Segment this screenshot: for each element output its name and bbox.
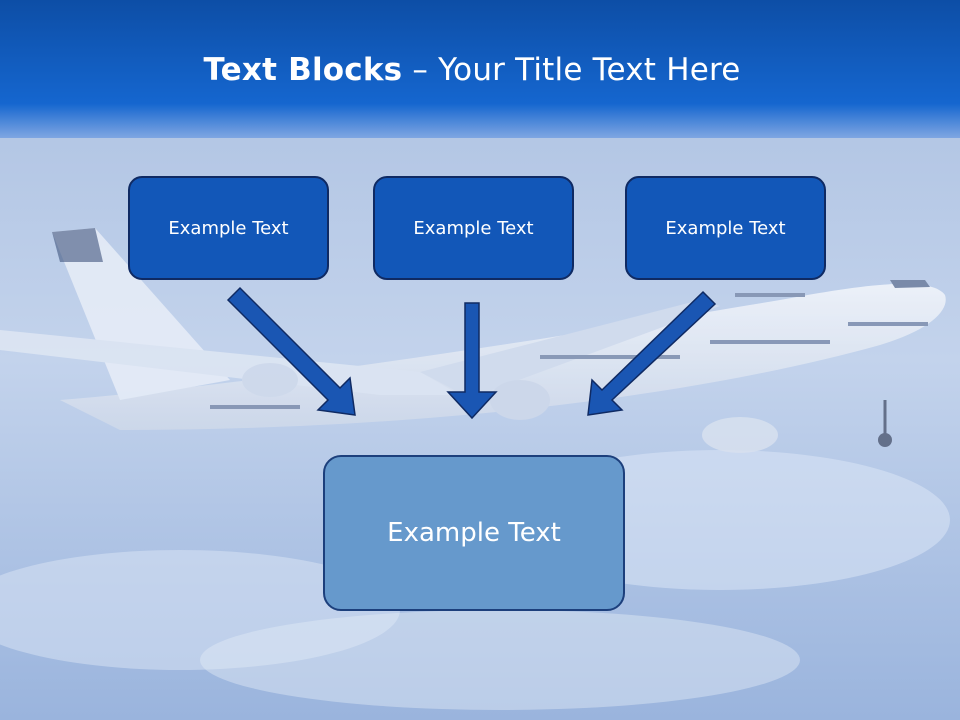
text-block-2[interactable]: Example Text bbox=[373, 176, 574, 280]
text-block-3-label: Example Text bbox=[665, 217, 786, 239]
text-block-1-label: Example Text bbox=[168, 217, 289, 239]
text-block-2-label: Example Text bbox=[413, 217, 534, 239]
target-text-block[interactable]: Example Text bbox=[323, 455, 625, 611]
title-rest: Your Title Text Here bbox=[438, 52, 741, 88]
title-bold: Text Blocks bbox=[203, 52, 403, 88]
title-separator: – bbox=[412, 52, 429, 88]
target-text-block-label: Example Text bbox=[387, 518, 561, 548]
text-block-3[interactable]: Example Text bbox=[625, 176, 826, 280]
slide-title: Text Blocks – Your Title Text Here bbox=[0, 52, 944, 88]
text-block-1[interactable]: Example Text bbox=[128, 176, 329, 280]
